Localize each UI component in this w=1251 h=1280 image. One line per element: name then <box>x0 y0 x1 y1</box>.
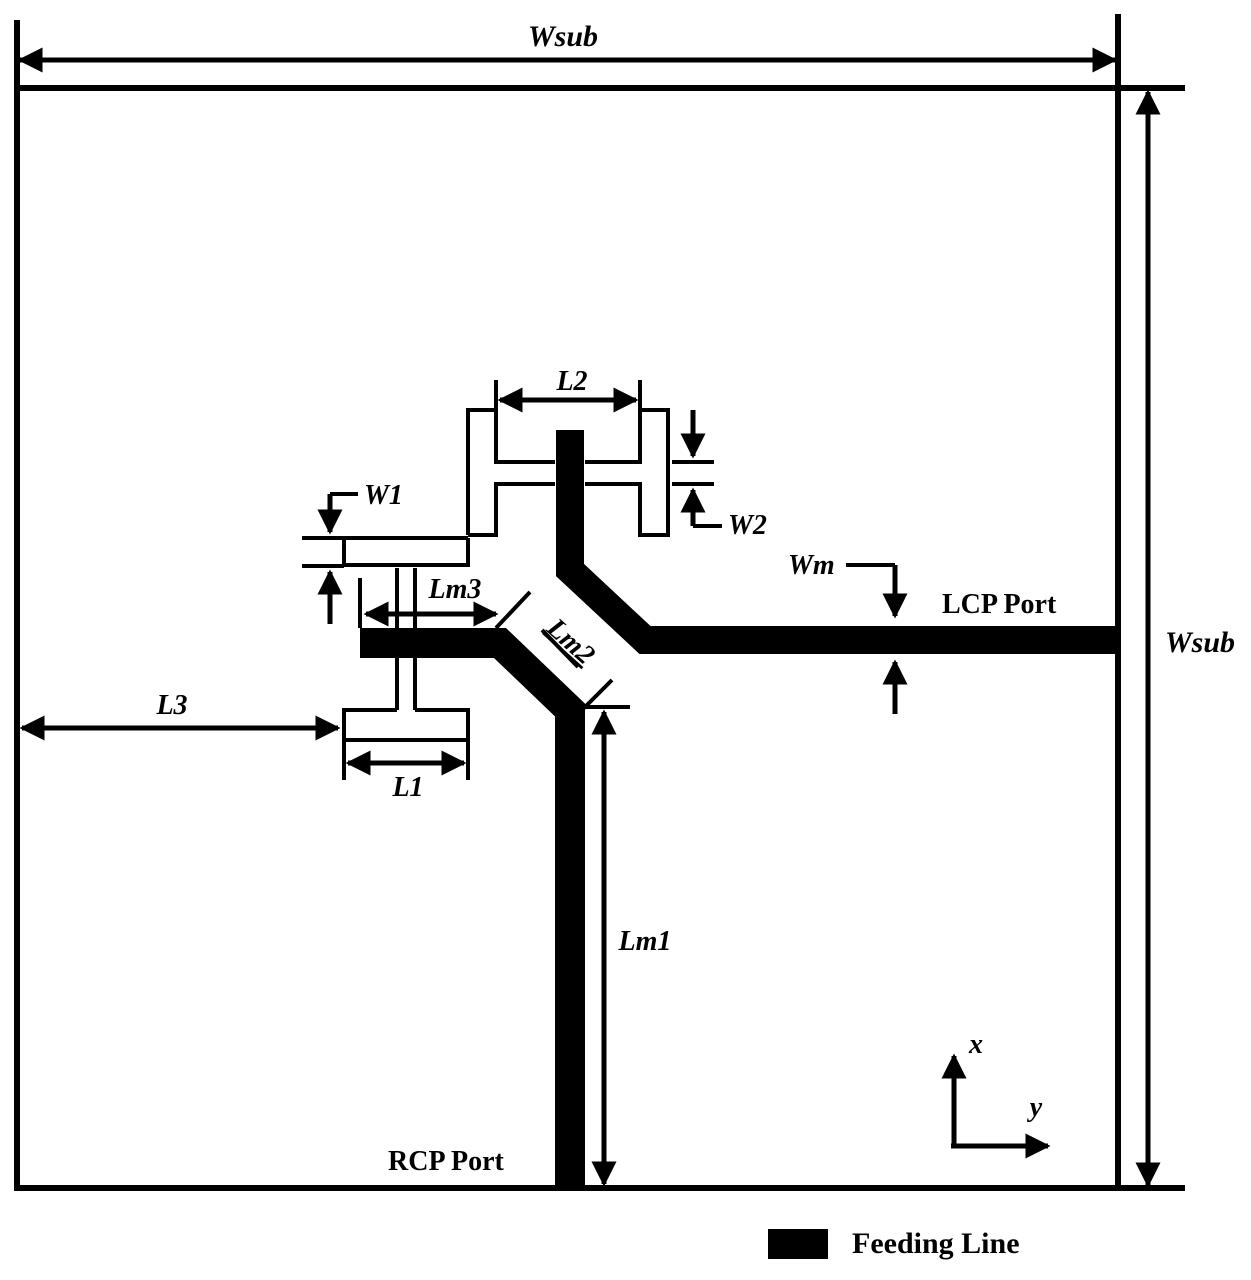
lm1-label: Lm1 <box>618 926 672 957</box>
l1-dimension <box>342 740 470 780</box>
lm2-label: Lm2 <box>540 612 601 671</box>
lm3-label: Lm3 <box>428 574 482 605</box>
legend-label: Feeding Line <box>852 1227 1020 1260</box>
wsub-right-label: Wsub <box>1165 626 1235 659</box>
legend: Feeding Line <box>768 1227 1020 1260</box>
rcp-port-label: RCP Port <box>388 1146 505 1177</box>
lm3-dimension <box>363 590 532 630</box>
w2-dimension <box>672 410 722 528</box>
l3-label: L3 <box>155 690 187 721</box>
lcp-port-label: LCP Port <box>942 589 1057 620</box>
l1-label: L1 <box>391 772 423 803</box>
w1-label: W1 <box>364 480 403 511</box>
feeding-line <box>360 430 1118 1190</box>
wsub-top-label: Wsub <box>528 20 598 53</box>
l2-dimension <box>494 380 642 413</box>
l2-label: L2 <box>555 366 587 397</box>
axis-x-label: x <box>968 1029 983 1060</box>
legend-swatch <box>768 1229 828 1259</box>
substrate-outline <box>14 14 1185 1191</box>
lm1-dimension <box>582 705 630 1187</box>
w2-label: W2 <box>728 510 767 541</box>
wm-label: Wm <box>788 550 835 581</box>
w1-dimension <box>302 492 358 624</box>
wm-dimension <box>846 563 908 714</box>
stub-structures <box>342 408 670 742</box>
axis-y-label: y <box>1027 1092 1043 1123</box>
coordinate-axes <box>941 1053 1051 1159</box>
